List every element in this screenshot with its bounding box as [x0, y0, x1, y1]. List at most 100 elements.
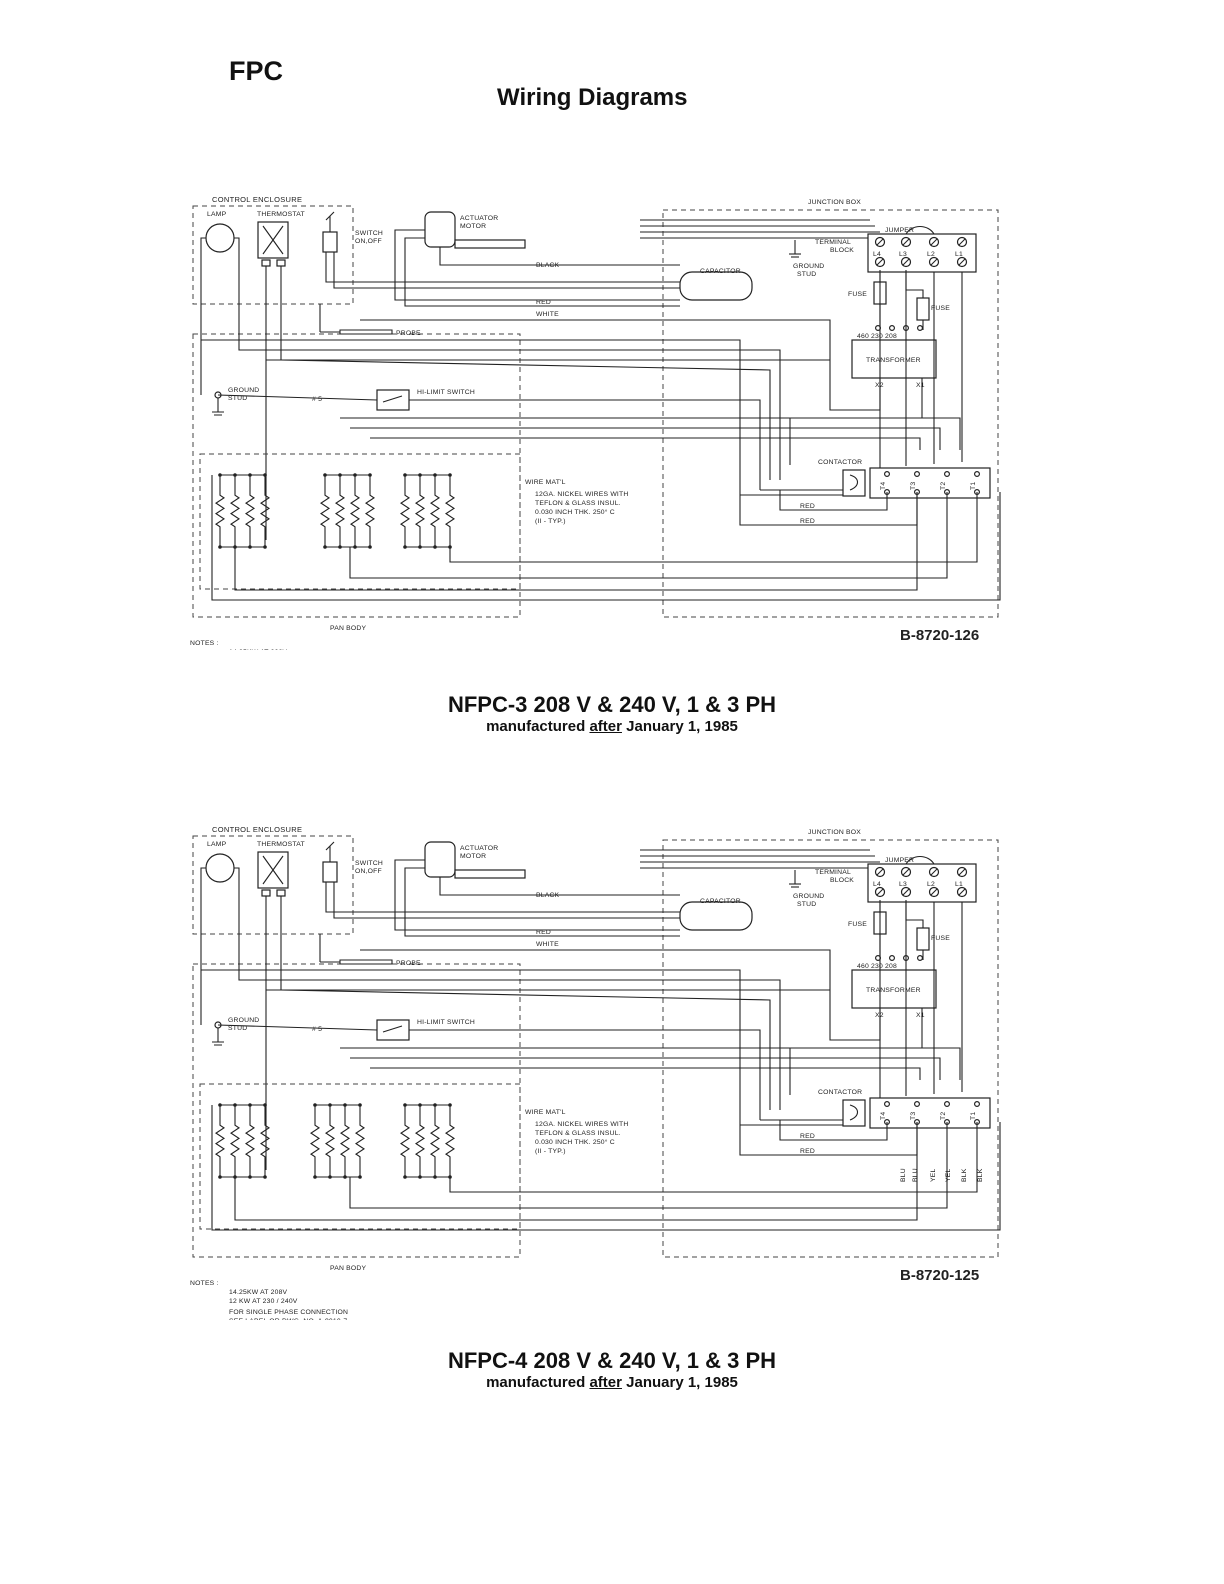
pan-body-label: PAN BODY — [330, 1265, 366, 1272]
wire-spec-line-2: TEFLON & GLASS INSUL. — [535, 1130, 621, 1137]
ground-stud-label: GROUND — [793, 893, 824, 900]
ground-stud-label: STUD — [228, 1025, 247, 1032]
junction-dot — [418, 545, 422, 549]
contactor-terminal — [973, 1101, 980, 1108]
wire-material-label: WIRE MAT'L — [525, 479, 566, 486]
capacitor-symbol — [679, 271, 753, 301]
wire — [319, 304, 340, 333]
heating-element — [339, 1120, 351, 1162]
terminal-l4-label: L4 — [873, 881, 881, 888]
wire — [325, 252, 680, 289]
junction-dot — [248, 545, 252, 549]
fuse-label: FUSE — [931, 305, 950, 312]
fuse-label: FUSE — [848, 291, 867, 298]
heating-element — [229, 490, 241, 532]
wire-spec-line-3: 0.030 INCH THK. 250° C — [535, 1138, 615, 1146]
red-label: RED — [800, 1148, 815, 1155]
terminal-slot — [902, 868, 910, 876]
block-label: BLOCK — [830, 247, 854, 254]
terminal-l4-label: L4 — [873, 251, 881, 258]
wire — [325, 841, 335, 862]
thermostat-label: THERMOSTAT — [257, 841, 305, 848]
wire — [325, 474, 370, 548]
terminal-slot — [876, 258, 884, 266]
wire — [849, 1104, 859, 1121]
wire — [849, 474, 859, 491]
motor-label: MOTOR — [460, 223, 486, 230]
terminal-slot — [902, 888, 910, 896]
probe-symbol — [339, 959, 393, 965]
note-line-1: 14.25KW AT 208V — [229, 649, 288, 650]
fuse-label: FUSE — [931, 935, 950, 942]
wire — [201, 960, 830, 1125]
wire — [265, 896, 282, 1170]
model-subtitle: manufactured after January 1, 1985 — [486, 718, 738, 735]
actuator-label: ACTUATOR — [460, 845, 498, 852]
junction-box-label: JUNCTION BOX — [808, 199, 861, 206]
red-label: RED — [800, 518, 815, 525]
probe-label: PROBE — [396, 960, 421, 967]
terminal-l1-label: L1 — [955, 251, 963, 258]
hi-limit-switch — [376, 389, 410, 411]
drawing-number: B-8720-126 — [900, 627, 979, 644]
heating-element — [414, 1120, 426, 1162]
terminal-slot — [902, 238, 910, 246]
wire — [740, 489, 843, 496]
ground-stud-label: STUD — [797, 271, 816, 278]
ground-stud-label: GROUND — [228, 1017, 259, 1024]
terminal-l3-label: L3 — [899, 881, 907, 888]
terminal-slot — [958, 868, 966, 876]
wire — [394, 229, 680, 307]
actuator-label: ACTUATOR — [460, 215, 498, 222]
contactor-terminal — [883, 1101, 890, 1108]
switch-label: SWITCH — [355, 230, 383, 237]
terminal-label: TERMINAL — [815, 239, 851, 246]
transformer-taps-label: 460 230 208 — [857, 333, 897, 340]
junction-dot — [368, 545, 372, 549]
thermostat-terminal — [276, 259, 286, 267]
terminal-l2-label: L2 — [927, 881, 935, 888]
x2-label: X2 — [875, 382, 884, 389]
wire — [217, 1024, 761, 1120]
wire — [405, 474, 450, 548]
note-line-1: 14.25KW AT 208V — [229, 1289, 288, 1296]
contactor-coil — [842, 1099, 866, 1127]
x1-label: X1 — [916, 382, 925, 389]
junction-box-label: JUNCTION BOX — [808, 829, 861, 836]
wire — [325, 882, 680, 919]
actuator-motor — [424, 211, 456, 248]
contactor-t4-label: T4 — [880, 1112, 887, 1120]
heating-element — [229, 1120, 241, 1162]
junction-dot — [218, 545, 222, 549]
motor-label: MOTOR — [460, 853, 486, 860]
heating-element — [349, 490, 361, 532]
contactor-t4-label: T4 — [880, 482, 887, 490]
wire-color-label: BLK — [977, 1168, 984, 1182]
transformer-label: TRANSFORMER — [866, 987, 921, 994]
terminal-slot — [930, 238, 938, 246]
model-title: NFPC-3 208 V & 240 V, 1 & 3 PH — [447, 692, 777, 717]
heating-element — [244, 1120, 256, 1162]
junction-dot — [353, 545, 357, 549]
wire — [319, 934, 340, 963]
wire-5-label: # 5 — [312, 396, 322, 403]
wire-spec-line-1: 12GA. NICKEL WIRES WITH — [535, 491, 628, 498]
contactor-terminals — [869, 467, 991, 499]
control-enclosure-label: CONTROL ENCLOSURE — [212, 195, 302, 204]
heating-element — [444, 1120, 456, 1162]
terminal-l3-label: L3 — [899, 251, 907, 258]
contactor-terminal — [973, 471, 980, 478]
x1-label: X1 — [916, 1012, 925, 1019]
contactor-t2-label: T2 — [940, 482, 947, 490]
heating-element — [214, 1120, 226, 1162]
ground-stud-label: GROUND — [793, 263, 824, 270]
fuse — [916, 297, 930, 321]
model-caption-nfpc-3: NFPC-3 208 V & 240 V, 1 & 3 PH manufactu… — [0, 692, 1224, 735]
contactor-t1-label: T1 — [970, 1112, 977, 1120]
wire — [212, 1028, 224, 1046]
junction-box-outline — [662, 209, 999, 618]
red-label: RED — [800, 1133, 815, 1140]
capacitor-symbol — [679, 901, 753, 931]
switch-label: SWITCH — [355, 860, 383, 867]
